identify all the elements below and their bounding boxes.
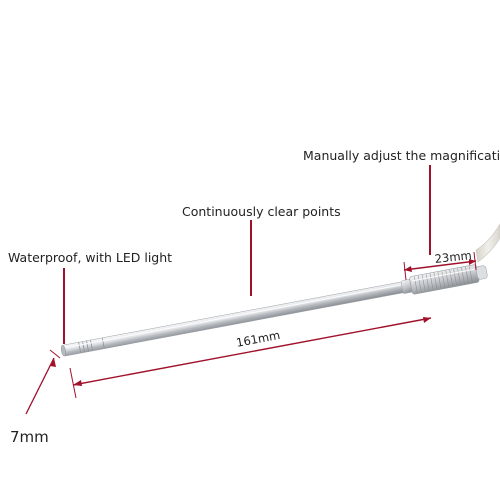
magnification-knob: [409, 264, 480, 295]
dimension-23mm: [403, 251, 477, 281]
magnification-label: Manually adjust the magnification: [303, 148, 500, 163]
tip-rings: [78, 337, 105, 353]
camera-lens: [61, 345, 66, 357]
dimension-161mm: [69, 317, 432, 399]
rear-cap: [475, 265, 488, 280]
dimension-7mm: [25, 349, 61, 415]
clear-points-label: Continuously clear points: [182, 204, 341, 219]
diameter-dimension-label: 7mm: [10, 428, 49, 446]
waterproof-label: Waterproof, with LED light: [8, 250, 173, 265]
probe-body: [61, 264, 488, 357]
usb-cable: [475, 223, 500, 263]
